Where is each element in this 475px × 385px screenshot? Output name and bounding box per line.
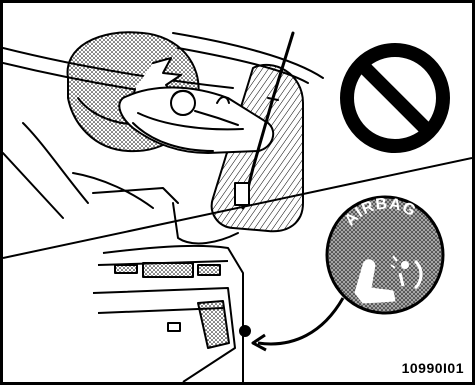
- pointer-arrow: [258, 298, 343, 344]
- airbag-indicator-icon: AIRBAG: [327, 195, 443, 313]
- figure-code: 10990I01: [402, 360, 464, 376]
- car-interior-scene: [3, 32, 323, 243]
- airbag-warning-illustration: AIRBAG: [3, 3, 472, 382]
- dashboard-scene: [93, 246, 343, 382]
- prohibition-icon: [347, 50, 443, 146]
